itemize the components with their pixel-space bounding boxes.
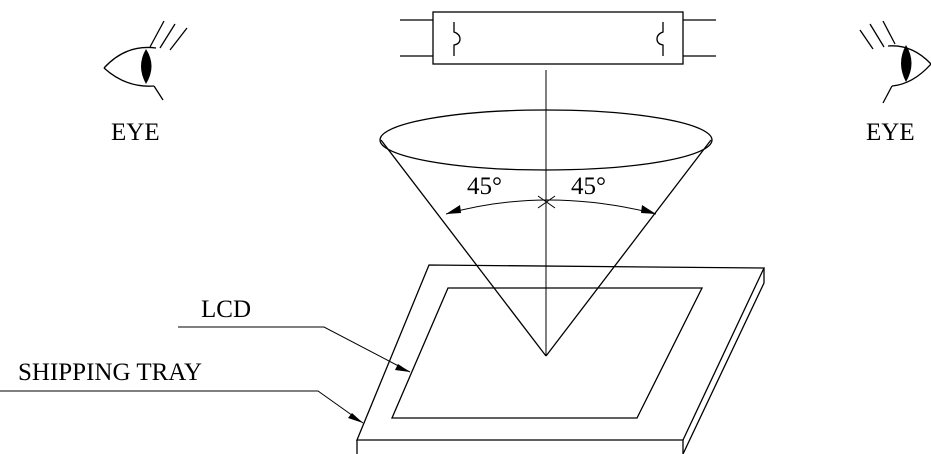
angle-label-right: 45° [571, 173, 606, 200]
fluorescent-lamp-icon [400, 11, 716, 65]
lcd-label: LCD [201, 296, 251, 323]
eye-label-right: EYE [866, 119, 915, 146]
right-eye-icon [859, 20, 931, 104]
left-eye-icon [103, 20, 188, 101]
angle-arc [445, 195, 657, 215]
lcd-panel [391, 287, 704, 419]
viewing-cone [379, 109, 713, 357]
lcd-leader-line [178, 326, 411, 373]
shipping-tray [356, 264, 766, 454]
angle-label-left: 45° [467, 173, 502, 200]
shipping-tray-leader-line [0, 390, 364, 424]
lcd-leader-arrow [395, 364, 410, 372]
shipping-tray-leader-arrow [348, 413, 363, 423]
shipping-tray-label: SHIPPING TRAY [18, 359, 202, 386]
eye-label-left: EYE [111, 119, 160, 146]
